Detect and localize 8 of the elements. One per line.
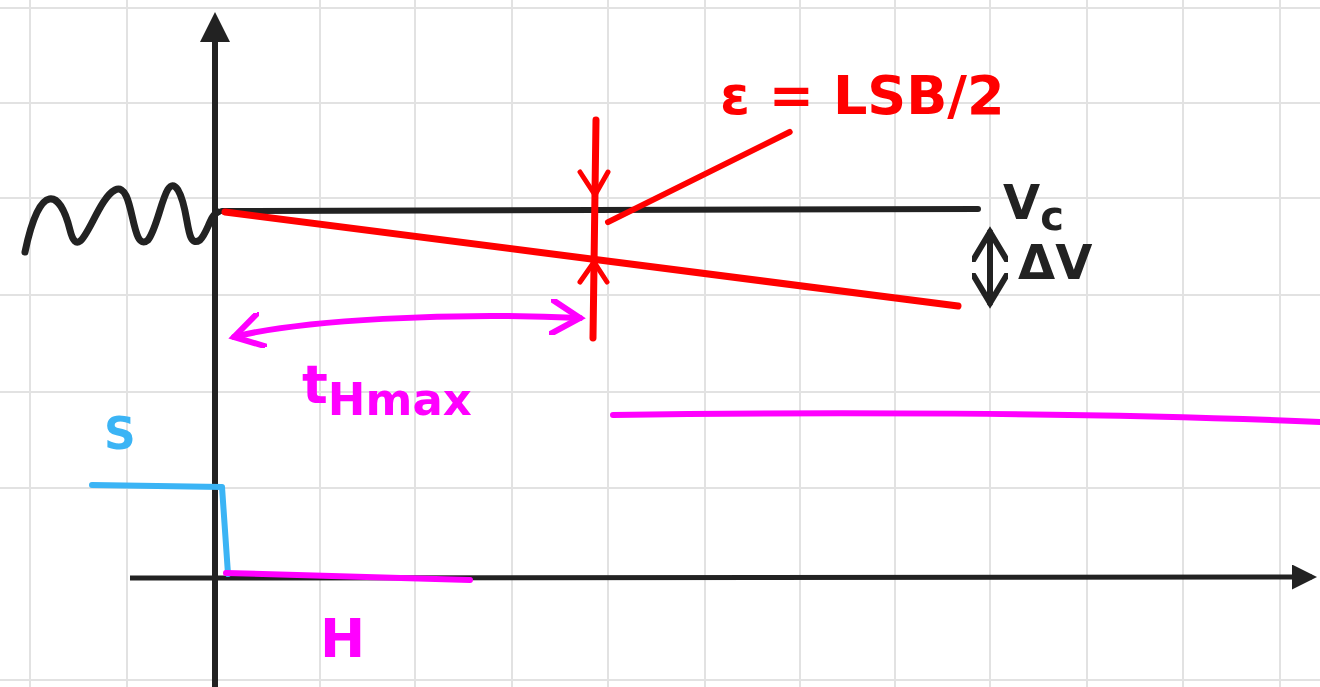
formula-label: ε = LSB/2 <box>720 60 1005 132</box>
hold-label: H <box>320 612 366 666</box>
hold-time-label: t$_{Hmax}$ <box>302 358 472 422</box>
voltage-label: V$_{c}$ <box>1003 178 1064 236</box>
error-marker <box>577 116 611 342</box>
delta-voltage-label: ΔV <box>1018 238 1093 286</box>
sample-label: S <box>104 412 136 456</box>
leader-line <box>605 129 793 226</box>
